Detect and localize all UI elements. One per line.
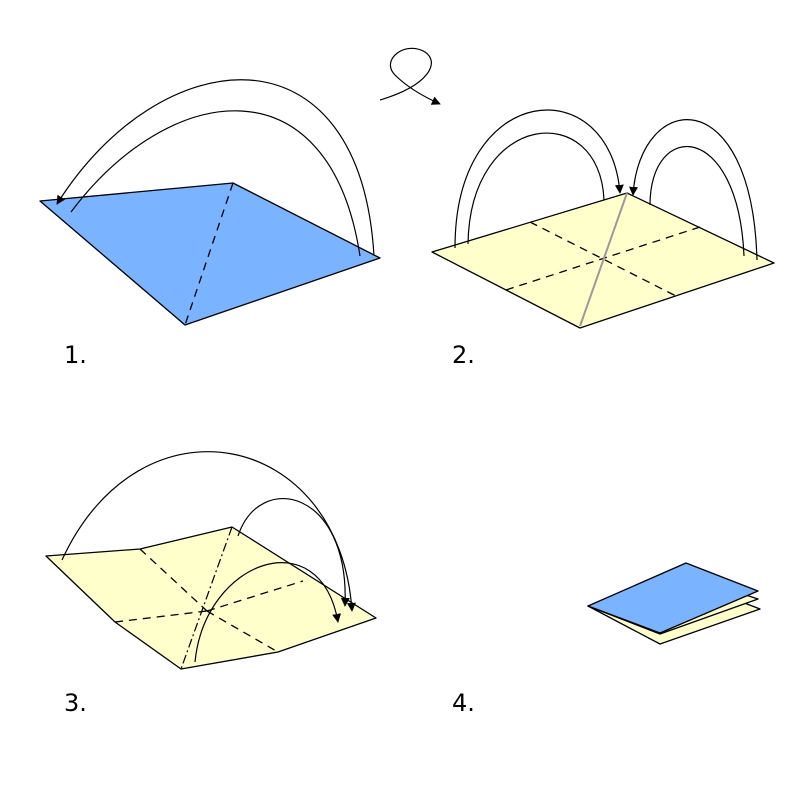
step-1-fold-arrow-inner: [70, 110, 361, 257]
step-1-paper-square: [39, 182, 381, 326]
step-3-label: 3.: [64, 689, 87, 717]
step-2: 2.: [431, 109, 775, 369]
step-3-mountain-crease: [180, 526, 233, 670]
step-3-valley-crease-1: [139, 548, 208, 612]
step-4-label: 4.: [452, 689, 475, 717]
step-3-paper-folded: [45, 526, 377, 670]
turn-over-icon: [379, 47, 441, 105]
step-1: 1.: [39, 79, 381, 369]
step-3: 3.: [45, 451, 377, 717]
step-2-arrow-right-inner: [649, 145, 745, 257]
step-2-grey-crease: [579, 192, 628, 327]
step-1-label: 1.: [64, 341, 87, 369]
step-1-fold-arrow-outer: [56, 79, 375, 257]
step-2-arrow-left-outer: [454, 109, 624, 249]
step-3-arrow-inner: [194, 562, 342, 663]
step-3-arrow-middle: [237, 498, 350, 607]
step-3-valley-crease-3: [206, 580, 304, 612]
step-2-arrow-right-outer: [629, 119, 758, 261]
step-1-valley-crease: [184, 182, 234, 326]
step-3-valley-crease-2: [114, 610, 208, 623]
step-4: 4.: [452, 562, 761, 717]
step-4-top-layer: [587, 562, 759, 634]
step-2-arrow-left-inner: [467, 132, 605, 245]
step-2-label: 2.: [452, 341, 475, 369]
